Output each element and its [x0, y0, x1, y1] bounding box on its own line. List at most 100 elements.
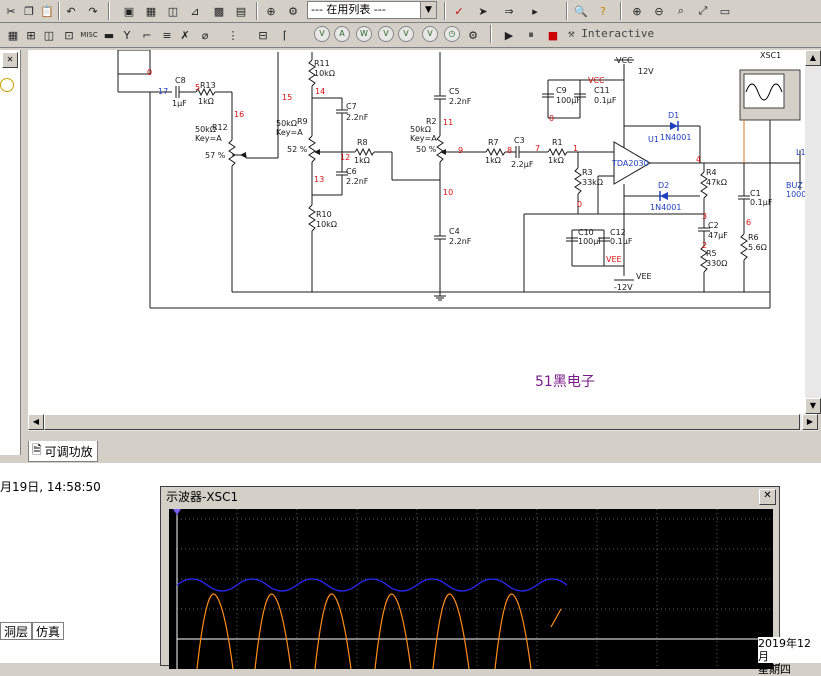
r9-key: Key=A [276, 128, 303, 137]
vertical-scrollbar[interactable]: ▲ ▼ [805, 50, 821, 414]
toolbar-separator [256, 2, 258, 20]
place-block-icon[interactable]: ⊟ [258, 28, 268, 42]
find-icon[interactable]: 🔍 [574, 4, 588, 18]
scroll-up-icon[interactable]: ▲ [805, 50, 821, 66]
spreadsheet-icon[interactable]: ▦ [145, 4, 157, 18]
virtual-instruments-icon[interactable]: ▤ [235, 4, 247, 18]
transfer-icon[interactable]: ▸ [532, 4, 538, 18]
splitter[interactable] [21, 50, 28, 455]
r7-value: 1kΩ [485, 156, 501, 165]
tab-layers[interactable]: 洞层 [0, 622, 33, 640]
place-bus-icon[interactable]: ⌈ [282, 28, 288, 42]
scroll-right-icon[interactable]: ▶ [802, 414, 818, 430]
design-toolbox-icon[interactable]: ▣ [123, 4, 135, 18]
rf-icon[interactable]: ✗ [180, 28, 190, 42]
settings-gear-icon[interactable]: ⚙ [468, 28, 478, 42]
taskbar-clock[interactable]: 2019年12月 星期四 [758, 637, 821, 676]
d2-label: D2 [658, 181, 669, 190]
schematic-canvas[interactable]: XSC1 VCC 12V VEE -12V C8 1µF R13 1kΩ R12… [28, 50, 805, 414]
scroll-thumb[interactable] [44, 414, 800, 430]
schematic-drawing: XSC1 VCC 12V VEE -12V C8 1µF R13 1kΩ R12… [117, 50, 805, 390]
scroll-left-icon[interactable]: ◀ [28, 414, 44, 430]
c2-label: C2 [708, 221, 719, 230]
back-annotate-icon[interactable]: ➤ [478, 4, 488, 18]
r9-percent: 52 % [287, 145, 308, 154]
u1-part: TDA2030 [611, 159, 649, 168]
show-grid-icon[interactable]: ▦ [7, 28, 19, 42]
zoom-in-icon[interactable]: ⊕ [632, 4, 642, 18]
paste-icon[interactable]: 📋 [40, 4, 54, 18]
full-screen-icon[interactable]: ▭ [719, 4, 731, 18]
voltmeter-icon[interactable]: V [314, 26, 330, 42]
in-use-list-select[interactable]: --- 在用列表 ---▼ [307, 1, 437, 19]
scroll-down-icon[interactable]: ▼ [805, 398, 821, 414]
tab-simulation[interactable]: 仿真 [32, 622, 65, 640]
ammeter-icon[interactable]: A [334, 26, 350, 42]
redo-icon[interactable]: ↷ [88, 4, 98, 18]
erc-check-icon[interactable]: ✓ [454, 4, 464, 18]
pause-simulation-icon[interactable]: ⏸ [528, 28, 534, 41]
vcc-label: VCC [616, 56, 633, 65]
zoom-out-icon[interactable]: ⊖ [654, 4, 664, 18]
probe-icon[interactable]: ⌐ [142, 28, 152, 42]
ac-voltmeter-icon[interactable]: V [398, 26, 414, 42]
pane-close-icon[interactable]: ✕ [2, 52, 18, 68]
wattmeter-icon[interactable]: W [356, 26, 372, 42]
document-tabs: 🗎可调功放 [28, 439, 821, 462]
copy-icon[interactable]: ❐ [24, 4, 34, 18]
xsc1-instrument[interactable] [739, 69, 801, 163]
multimeter-icon[interactable]: V [378, 26, 394, 42]
electromechanical-icon[interactable]: ⌀ [201, 28, 209, 42]
help-icon[interactable]: ? [600, 4, 606, 18]
misc-icon[interactable]: MISC [80, 31, 98, 39]
bus-icon[interactable]: ◫ [43, 28, 55, 42]
vee-red-label: VEE [606, 255, 622, 264]
interactive-mode-label[interactable]: ⚒ Interactive [568, 27, 654, 40]
postprocessor-icon[interactable]: ⊕ [266, 4, 276, 18]
electrical-rules-icon[interactable]: ⚙ [288, 4, 298, 18]
toolbar-separator [58, 2, 60, 20]
c7-value: 2.2nF [346, 113, 369, 122]
clock-meter-icon[interactable]: ◷ [444, 26, 460, 42]
r8-label: R8 [357, 138, 368, 147]
cursor-marker-icon[interactable] [173, 509, 181, 515]
cut-icon[interactable]: ✂ [6, 4, 16, 18]
scope-title: 示波器-XSC1 [162, 488, 778, 507]
forward-annotate-icon[interactable]: ⇒ [504, 4, 514, 18]
ladder-icon[interactable]: ≡ [162, 28, 172, 42]
r11-value: 10kΩ [314, 69, 335, 78]
oscilloscope-window[interactable]: 示波器-XSC1 ✕ [160, 486, 780, 670]
close-icon[interactable]: ✕ [759, 489, 776, 505]
zoom-area-icon[interactable]: ⌕ [677, 4, 685, 17]
c9-label: C9 [556, 86, 567, 95]
indicator-icon[interactable]: ▬ [103, 28, 115, 42]
database-icon[interactable]: ◫ [167, 4, 179, 18]
undo-icon[interactable]: ↶ [66, 4, 76, 18]
12v-label: 12V [638, 67, 654, 76]
wire-icon[interactable]: ⊞ [26, 28, 36, 42]
node-11: 11 [443, 118, 453, 127]
toolbar-separator [566, 2, 568, 20]
hierarchy-icon[interactable]: ⋮ [227, 28, 239, 42]
r12-value: 50kΩ [195, 125, 216, 134]
grapher-icon[interactable]: ⊿ [190, 4, 200, 18]
frequency-counter-icon[interactable]: V [422, 26, 438, 42]
node-2: 2 [702, 241, 707, 250]
run-simulation-icon[interactable]: ▶ [504, 28, 514, 42]
r8-value: 1kΩ [354, 156, 370, 165]
connector-icon[interactable]: ⊡ [64, 28, 74, 42]
c4-value: 2.2nF [449, 237, 472, 246]
r5-label: R5 [706, 249, 717, 258]
zoom-fit-icon[interactable]: ⤢ [698, 4, 708, 17]
r13-label: R13 [200, 81, 216, 90]
l1-label: L1 [796, 148, 805, 157]
stop-simulation-icon[interactable]: ■ [547, 28, 559, 42]
component-wizard-icon[interactable]: ▩ [213, 4, 225, 18]
wrench-icon: ⚒ [568, 27, 575, 40]
horizontal-scrollbar[interactable]: ◀ ▶ [28, 414, 818, 431]
antenna-icon[interactable]: Y [123, 28, 131, 42]
blue-labels: BUZ 1000 L1 U1 TDA2030 D1 1N4001 D2 1N40… [158, 87, 805, 212]
chevron-down-icon[interactable]: ▼ [420, 2, 436, 18]
tab-adjustable-amplifier[interactable]: 🗎可调功放 [28, 441, 98, 462]
scope-screen[interactable] [169, 509, 773, 670]
